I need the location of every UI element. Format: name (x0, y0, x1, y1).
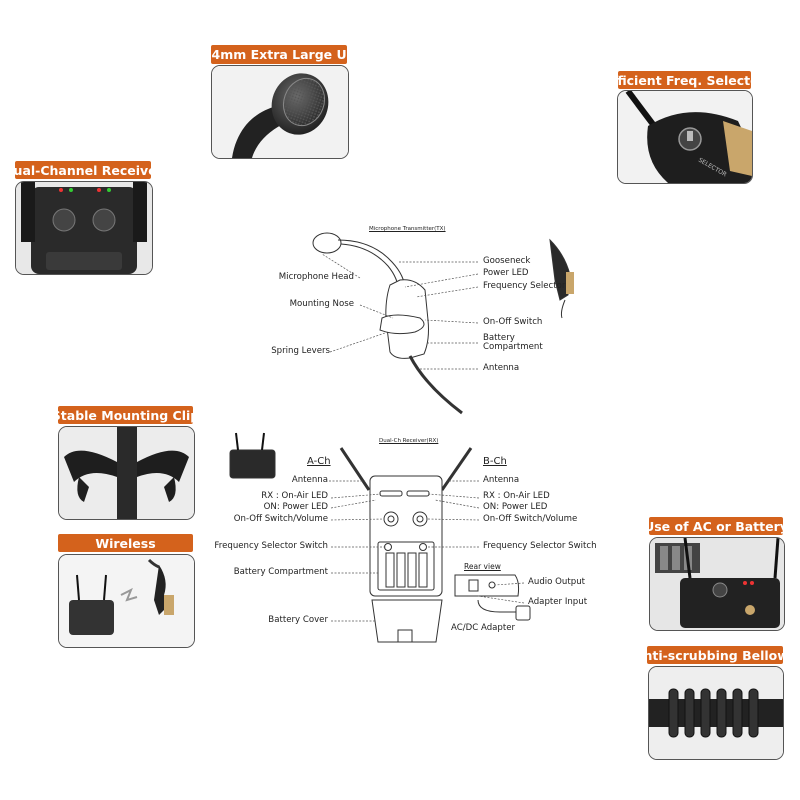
tag-extra-large-unit: Ø14mm Extra Large Unit (192, 45, 366, 64)
tag-bellows: Anti-scrubbing Bellows (633, 646, 797, 664)
photo-mounting-clip (58, 426, 195, 520)
rx-antenna-left-shape (339, 447, 371, 491)
tx-label-battery-line2: Compartment (483, 342, 543, 353)
rx-right-rx-led: RX : On-Air LED (483, 491, 550, 501)
rx-left-power-led: ON: Power LED (263, 502, 328, 512)
tx-label-power-led: Power LED (483, 268, 529, 278)
rx-title: Dual-Ch Receiver(RX) (379, 438, 439, 444)
rx-left-cover: Battery Cover (268, 615, 328, 625)
tx-antenna-shape (408, 355, 463, 415)
tx-label-frequency-selector: Frequency Selector (483, 281, 566, 291)
photo-ac-battery (649, 537, 785, 631)
tag-mounting-clip: Stable Mounting Clip (51, 406, 200, 424)
tx-title: Microphone Transmitter(TX) (369, 226, 446, 232)
rx-b-ch: B-Ch (483, 456, 507, 467)
tag-freq-selector: Efficient Freq. Selector (604, 71, 765, 89)
rx-battery-cover-shape (371, 599, 443, 643)
tx-body-shape (385, 279, 429, 359)
tx-label-antenna: Antenna (483, 363, 520, 373)
rx-left-switch: On-Off Switch/Volume (233, 514, 328, 524)
adapter-cable-shape (477, 599, 516, 613)
tx-label-battery-line1: Battery (483, 333, 515, 343)
bellows-illustration (649, 667, 783, 759)
wireless-illustration (59, 555, 194, 647)
rx-right-switch: On-Off Switch/Volume (483, 514, 578, 524)
photo-bellows (648, 666, 784, 760)
freq-selector-illustration: SELECTOR (618, 91, 752, 183)
rx-small-photo-shape (229, 449, 276, 479)
rx-right-power-led: ON: Power LED (483, 502, 548, 512)
tx-label-microphone-head: Microphone Head (278, 272, 354, 282)
tx-label-spring-levers: Spring Levers (271, 346, 330, 356)
tx-clip-shape (379, 314, 425, 335)
rx-right-audio-output: Audio Output (528, 577, 586, 587)
rx-right-adapter-input: Adapter Input (528, 597, 588, 607)
tag-wireless: Wireless (58, 534, 193, 552)
rx-right-antenna: Antenna (483, 475, 520, 485)
rear-view-shape (454, 574, 520, 597)
photo-freq-selector: SELECTOR (617, 90, 753, 184)
tx-label-on-off-switch: On-Off Switch (483, 317, 543, 327)
photo-microphone-head (211, 65, 349, 159)
adapter-shape (515, 605, 531, 621)
tx-gooseneck-shape (337, 239, 406, 291)
tx-label-mounting-nose: Mounting Nose (289, 299, 354, 309)
rx-right-freq-switch: Frequency Selector Switch (483, 541, 597, 551)
rx-antenna-right-shape (440, 447, 473, 491)
rx-left-freq-switch: Frequency Selector Switch (214, 541, 328, 551)
ac-battery-illustration (650, 538, 784, 630)
photo-wireless (58, 554, 195, 648)
microphone-head-illustration (212, 66, 348, 158)
rx-right-adapter: AC/DC Adapter (451, 623, 516, 633)
rx-body-shape (369, 475, 443, 597)
photo-dual-channel (15, 181, 153, 275)
tag-dual-channel: Dual-Channel Receiver (3, 161, 163, 179)
tx-label-gooseneck: Gooseneck (483, 256, 531, 266)
rx-left-rx-led: RX : On-Air LED (261, 491, 328, 501)
rx-rear-view: Rear view (464, 562, 501, 571)
rx-left-antenna: Antenna (291, 475, 328, 485)
rx-a-ch: A-Ch (307, 456, 331, 467)
dual-channel-illustration (16, 182, 152, 274)
tx-label-battery: Battery Compartment (483, 333, 543, 353)
tx-microphone-head-shape (312, 232, 342, 254)
tag-ac-battery: Use of AC or Battery (644, 517, 788, 535)
rx-left-battery: Battery Compartment (233, 567, 328, 577)
mounting-clip-illustration (59, 427, 194, 519)
